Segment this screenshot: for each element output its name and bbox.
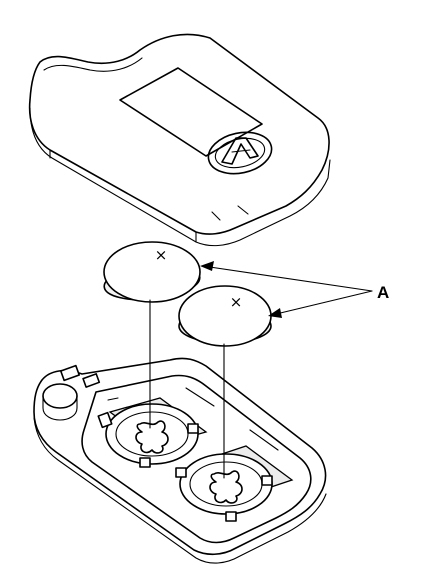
contact-spring-1-icon [135,420,169,454]
alignment-lines [149,299,225,479]
emblem-icon [207,131,273,175]
contact-spring-2-icon [209,470,243,504]
fob-top-cover [28,33,331,247]
battery-coin-cell-2: × [178,285,272,347]
key-ring-post [42,364,101,421]
battery-slot-2 [175,445,294,522]
battery-mark-2: × [230,293,243,311]
callout-label: A [377,283,389,302]
callout-a: A [200,261,389,318]
battery-slot-1 [97,397,208,468]
battery-coin-cell-1: × [103,241,201,303]
fob-lower-housing [33,357,327,564]
battery-mark-1: × [155,246,168,264]
